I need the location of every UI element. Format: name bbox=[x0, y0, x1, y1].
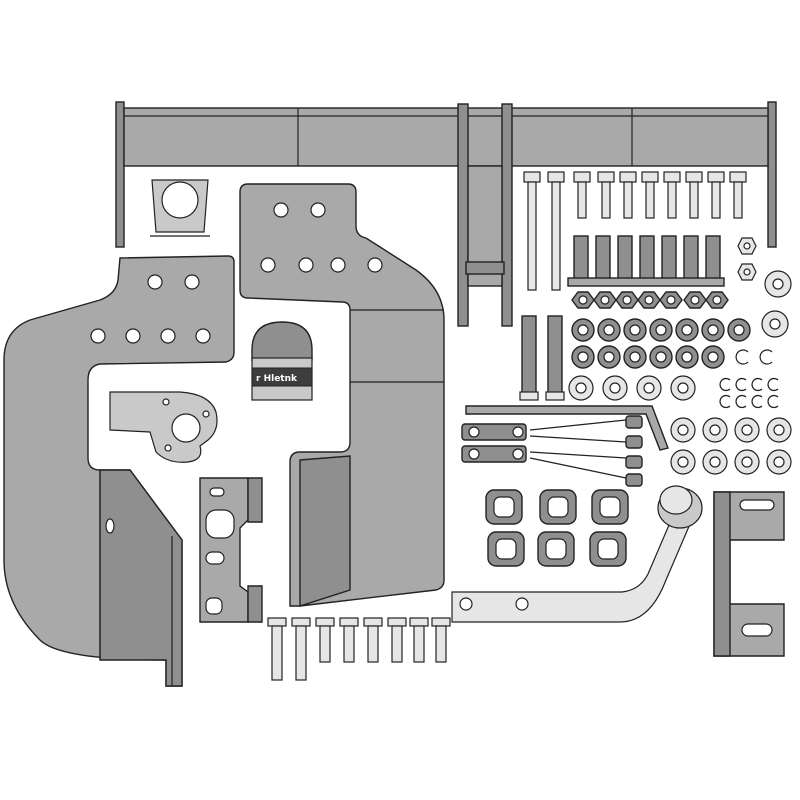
clips bbox=[719, 349, 779, 409]
tow-ball-neck bbox=[451, 485, 703, 623]
socket-mount-bracket bbox=[150, 179, 210, 237]
spacers bbox=[485, 489, 629, 567]
socket-label: r Hletnk bbox=[256, 374, 298, 384]
right-side-bracket bbox=[239, 183, 445, 607]
bolts bbox=[267, 171, 747, 681]
crossbar-beam bbox=[115, 101, 777, 327]
socket-plate bbox=[109, 391, 218, 463]
tie-straps bbox=[461, 405, 669, 487]
left-side-bracket bbox=[3, 255, 235, 687]
center-bracket bbox=[199, 477, 263, 623]
socket-cover: r Hletnk bbox=[251, 321, 313, 401]
washers bbox=[568, 270, 792, 475]
nuts bbox=[571, 237, 757, 309]
right-mount-bracket bbox=[713, 491, 785, 657]
